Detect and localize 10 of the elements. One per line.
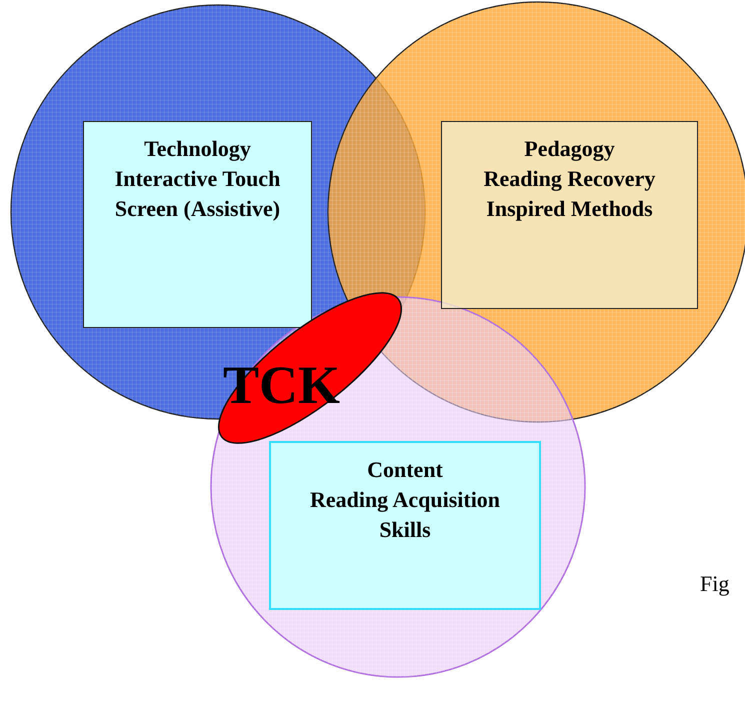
box-text: Content bbox=[366, 456, 444, 484]
box-text: Interactive Touch Screen (Assistive) bbox=[114, 165, 282, 223]
figure-caption: Fig bbox=[700, 570, 730, 598]
box-text: Reading Acquisition Skills bbox=[308, 486, 502, 544]
text-box bbox=[269, 441, 541, 610]
box-text: Technology bbox=[143, 135, 252, 163]
text-box bbox=[441, 121, 698, 309]
box-text: Reading Recovery Inspired Methods bbox=[482, 165, 656, 223]
box-text: Pedagogy bbox=[523, 135, 616, 163]
text-box bbox=[83, 121, 312, 328]
